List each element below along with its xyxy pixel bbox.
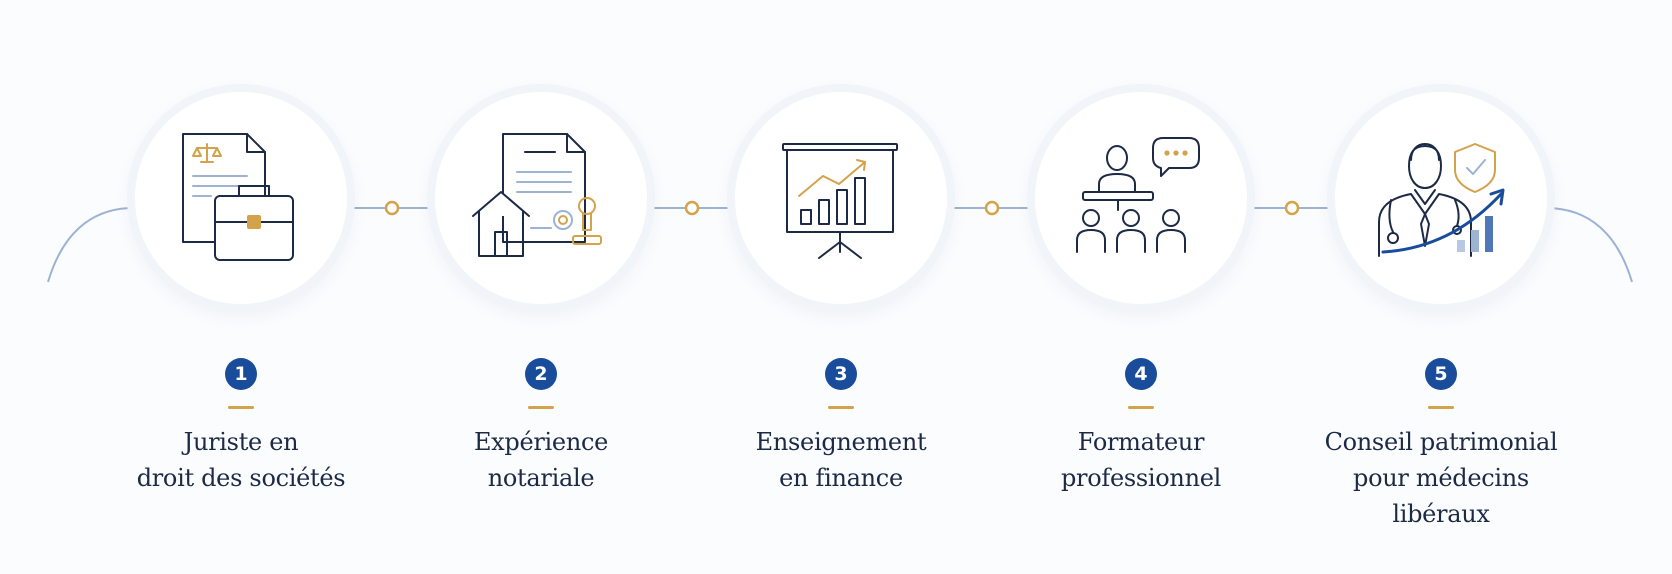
step-4-label-line1: Formateur <box>1077 428 1205 456</box>
step-1-label-line2: droit des sociétés <box>136 464 346 492</box>
step-2-number: 2 <box>525 358 557 390</box>
step-4-number: 4 <box>1125 358 1157 390</box>
connector-dot <box>1284 200 1300 216</box>
step-5-divider <box>1428 406 1454 409</box>
step-5-label-line2: pour médecins libéraux <box>1353 464 1529 528</box>
step-1-label: Juriste en droit des sociétés <box>101 424 381 496</box>
step-3-label-line1: Enseignement <box>755 428 927 456</box>
connector-dot <box>384 200 400 216</box>
step-4-circle <box>1035 92 1247 304</box>
step-2-label: Expérience notariale <box>401 424 681 496</box>
connector-dot <box>984 200 1000 216</box>
step-2-label-line2: notariale <box>487 464 595 492</box>
step-5-label-line1: Conseil patrimonial <box>1324 428 1558 456</box>
step-1-divider <box>228 406 254 409</box>
step-2-divider <box>528 406 554 409</box>
step-1-number: 1 <box>225 358 257 390</box>
doctor-shield-growth-icon <box>1378 143 1505 257</box>
step-3-circle <box>735 92 947 304</box>
step-5-label: Conseil patrimonial pour médecins libéra… <box>1301 424 1581 532</box>
presentation-chart-icon <box>782 143 898 259</box>
step-1-label-line1: Juriste en <box>183 428 299 456</box>
step-4-label-line2: professionnel <box>1060 464 1222 492</box>
house-deed-stamp-icon <box>472 133 602 257</box>
step-2-label-line1: Expérience <box>473 428 609 456</box>
step-3-divider <box>828 406 854 409</box>
trainer-audience-icon <box>1076 137 1200 253</box>
step-5-number: 5 <box>1425 358 1457 390</box>
legal-document-briefcase-icon <box>182 133 294 261</box>
step-4-divider <box>1128 406 1154 409</box>
step-4-label: Formateur professionnel <box>1001 424 1281 496</box>
step-3-label: Enseignement en finance <box>701 424 981 496</box>
step-3-number: 3 <box>825 358 857 390</box>
step-1-circle <box>135 92 347 304</box>
step-5-circle <box>1335 92 1547 304</box>
step-2-circle <box>435 92 647 304</box>
step-3-label-line2: en finance <box>779 464 903 492</box>
connector-dot <box>684 200 700 216</box>
